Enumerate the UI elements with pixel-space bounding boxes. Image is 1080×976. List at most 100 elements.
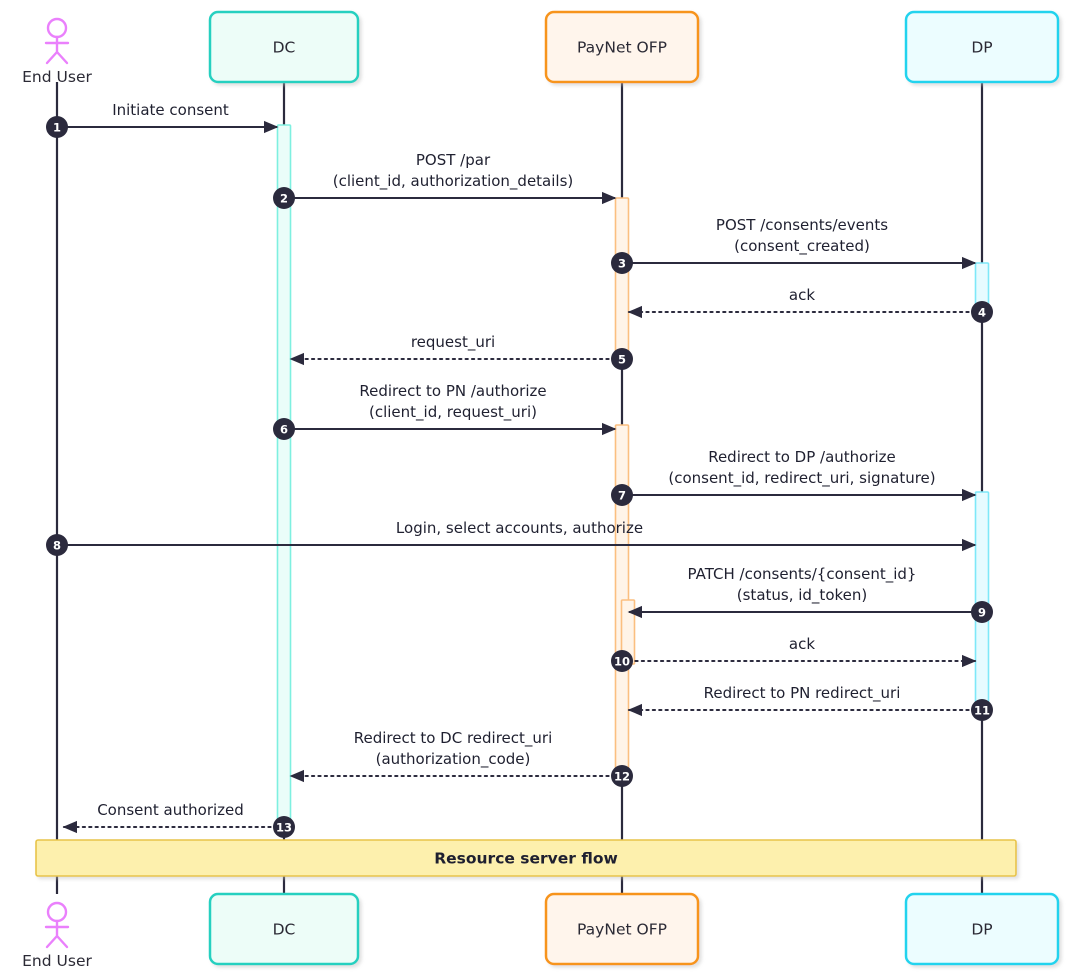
sequence-number-badge-9: 9 [971, 601, 993, 623]
sequence-number-text: 6 [280, 423, 288, 437]
participant-ofp-top[interactable]: PayNet OFP [544, 10, 700, 84]
note-resource-server-flow [35, 839, 1017, 877]
sequence-number-badge-1: 1 [46, 116, 68, 138]
message-label-3-line0: POST /consents/events [716, 216, 888, 234]
sequence-number-text: 10 [614, 655, 630, 669]
sequence-number-badge-6: 6 [273, 418, 295, 440]
actor-body-icon [44, 919, 70, 949]
message-7: Redirect to DP /authorize (consent_id, re… [611, 448, 977, 506]
message-label-6-line0: Redirect to PN /authorize [359, 382, 546, 400]
message-label-4-line0: ack [789, 286, 815, 304]
sequence-number-text: 11 [974, 704, 990, 718]
participant-box-ofp[interactable] [544, 10, 700, 84]
message-label-12-line1: (authorization_code) [376, 750, 531, 769]
participant-label-ofp: PayNet OFP [577, 921, 667, 939]
message-label-3-line1: (consent_created) [734, 237, 870, 256]
message-label-1-line0: Initiate consent [112, 101, 229, 119]
participant-ofp-bottom[interactable]: PayNet OFP [544, 892, 700, 966]
message-5: request_uri 5 [289, 333, 633, 370]
actor-head-icon [46, 17, 68, 39]
lifelines-group [55, 82, 984, 894]
message-label-7-line0: Redirect to DP /authorize [708, 448, 896, 466]
sequence-number-text: 7 [618, 489, 626, 503]
participant-box-dp[interactable] [904, 892, 1060, 966]
message-label-9-line0: PATCH /consents/{consent_id} [688, 565, 917, 584]
sequence-number-circle [611, 484, 633, 506]
sequence-number-circle [971, 601, 993, 623]
sequence-number-text: 4 [978, 306, 986, 320]
activation-bar-ofp-1 [614, 197, 630, 362]
actor-bottom: End User [22, 901, 92, 970]
sequence-number-badge-7: 7 [611, 484, 633, 506]
actor-label: End User [22, 952, 92, 970]
sequence-number-circle [971, 301, 993, 323]
sequence-number-text: 9 [978, 606, 986, 620]
message-8: Login, select accounts, authorize 8 [46, 519, 977, 556]
participant-box-dc[interactable] [208, 10, 360, 84]
message-label-12-line0: Redirect to DC redirect_uri [354, 729, 553, 748]
message-label-11-line0: Redirect to PN redirect_uri [704, 684, 901, 703]
sequence-number-circle [611, 650, 633, 672]
sequence-number-badge-2: 2 [273, 187, 295, 209]
message-label-2-line0: POST /par [416, 151, 491, 169]
sequence-number-text: 5 [618, 353, 626, 367]
sequence-number-text: 8 [53, 539, 61, 553]
sequence-number-badge-3: 3 [611, 252, 633, 274]
sequence-number-badge-4: 4 [971, 301, 993, 323]
participant-box-dc[interactable] [208, 892, 360, 966]
actor-head-icon [46, 901, 68, 923]
participant-label-ofp: PayNet OFP [577, 39, 667, 57]
message-10: ack 10 [611, 635, 977, 672]
message-label-8-line0: Login, select accounts, authorize [396, 519, 643, 537]
sequence-number-circle [971, 699, 993, 721]
message-12: Redirect to DC redirect_uri (authorizatio… [289, 729, 633, 787]
message-label-13-line0: Consent authorized [97, 801, 244, 819]
sequence-number-badge-5: 5 [611, 348, 633, 370]
sequence-number-text: 1 [53, 121, 61, 135]
message-11: Redirect to PN redirect_uri 11 [627, 684, 993, 721]
participant-label-dp: DP [971, 921, 992, 939]
sequence-number-badge-10: 10 [611, 650, 633, 672]
sequence-number-circle [46, 534, 68, 556]
sequence-number-text: 13 [276, 821, 292, 835]
note-group: Resource server flow [35, 839, 1017, 877]
sequence-number-circle [611, 765, 633, 787]
sequence-number-badge-13: 13 [273, 816, 295, 838]
message-2: POST /par (client_id, authorization_detai… [273, 151, 617, 209]
message-label-2-line1: (client_id, authorization_details) [333, 172, 574, 191]
message-13: Consent authorized 13 [62, 801, 295, 838]
message-label-9-line1: (status, id_token) [737, 586, 867, 605]
participant-dc-bottom[interactable]: DC [208, 892, 360, 966]
message-label-5-line0: request_uri [411, 333, 495, 352]
message-label-10-line0: ack [789, 635, 815, 653]
message-1: Initiate consent 1 [46, 101, 279, 138]
sequence-number-circle [611, 252, 633, 274]
message-9: PATCH /consents/{consent_id} (status, id_… [627, 565, 993, 623]
participant-label-dc: DC [273, 921, 296, 939]
sequence-number-circle [273, 816, 295, 838]
activation-bar-dc-0 [276, 124, 292, 833]
participant-box-ofp[interactable] [544, 892, 700, 966]
sequence-number-circle [273, 187, 295, 209]
sequence-number-text: 2 [280, 192, 288, 206]
sequence-number-badge-8: 8 [46, 534, 68, 556]
participant-dp-top[interactable]: DP [904, 10, 1060, 84]
sequence-number-circle [611, 348, 633, 370]
sequence-number-text: 3 [618, 257, 626, 271]
participants-bottom-group: End User DC PayNet OFP DP [22, 892, 1060, 970]
sequence-number-circle [273, 418, 295, 440]
note-label: Resource server flow [434, 850, 618, 868]
participant-dp-bottom[interactable]: DP [904, 892, 1060, 966]
sequence-number-badge-11: 11 [971, 699, 993, 721]
participant-label-dc: DC [273, 39, 296, 57]
sequence-number-circle [46, 116, 68, 138]
participants-top-group: End User DC PayNet OFP DP [22, 10, 1060, 86]
participant-dc-top[interactable]: DC [208, 10, 360, 84]
actor-top: End User [22, 17, 92, 86]
message-label-7-line1: (consent_id, redirect_uri, signature) [668, 469, 935, 488]
actor-body-icon [44, 35, 70, 65]
participant-box-dp[interactable] [904, 10, 1060, 84]
